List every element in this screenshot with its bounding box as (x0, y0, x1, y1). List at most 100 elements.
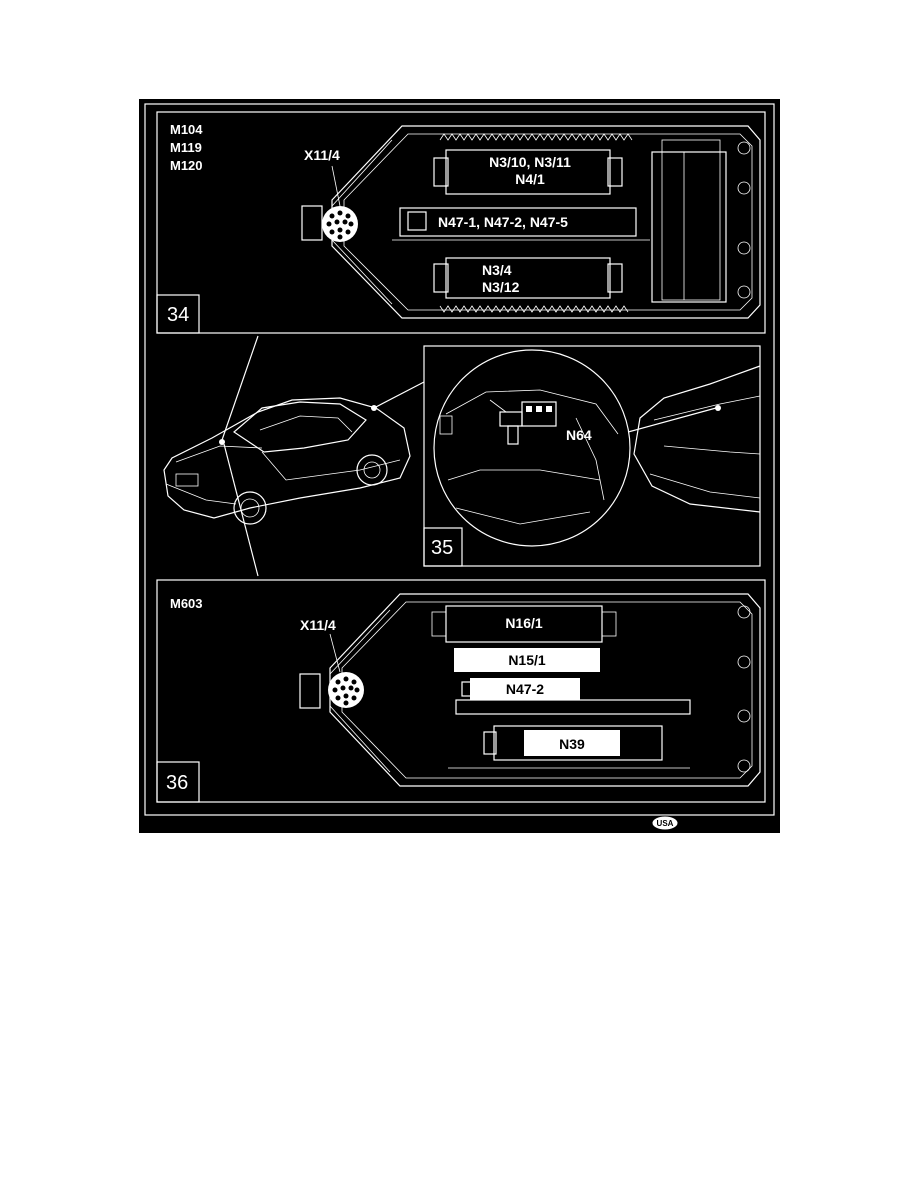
module-n3-4-end-right (607, 263, 623, 293)
module-n47-2-connector (461, 681, 473, 697)
module-n47-2-plate (455, 699, 691, 715)
usa-badge (651, 815, 679, 831)
module-n16-1-clip-right (601, 611, 617, 637)
module-label-n3-4: N3/4 (482, 262, 512, 278)
figure-number-36: 36 (166, 772, 188, 794)
figure-reference: USA P54.00-0793-61 (651, 815, 763, 831)
control-module-box-inner (343, 133, 753, 311)
car-bumper (165, 483, 237, 505)
car-wheel-front (233, 491, 267, 525)
vehicle-overview (163, 335, 425, 577)
car-wheel-rear-hub (363, 461, 381, 479)
panel-36: M603 N16/1 N15/1 N47-2 N39 (156, 579, 766, 803)
panel-36-frame (156, 579, 766, 803)
box-mounting-tabs (737, 141, 751, 299)
figure-number-35: 35 (431, 537, 453, 559)
location-dot-n64 (715, 405, 721, 411)
connector-x11-4 (322, 206, 358, 242)
module-label-n15-1: N15/1 (508, 652, 546, 668)
connector-leader-line (329, 633, 341, 673)
detail-floor-line (455, 507, 591, 525)
box-bracket-line (329, 705, 391, 773)
relay-block-inner (661, 139, 721, 301)
control-module-box-outline (331, 125, 761, 319)
module-n3-4-label-bg (476, 260, 536, 296)
module-n47-board (399, 207, 637, 237)
figure-number-box-34 (156, 294, 200, 334)
connector-x11-4-flange (299, 673, 321, 709)
detail-bracket (439, 415, 453, 435)
box-bracket-line (329, 609, 391, 675)
leader-to-detail-circle (627, 407, 717, 433)
module-label-n4-1: N4/1 (515, 171, 545, 187)
module-n3-10-body (445, 149, 611, 195)
module-label-n47: N47-1, N47-2, N47-5 (438, 214, 568, 230)
rear-car-outline (633, 365, 761, 513)
module-label-n16-1: N16/1 (505, 615, 543, 631)
engine-label-m120: M120 (170, 158, 203, 173)
car-body-outline (163, 397, 411, 519)
location-dot-trunk (371, 405, 377, 411)
connector-leader-line (331, 165, 341, 207)
connector-label-x11-4: X11/4 (300, 617, 336, 633)
engine-label-m119: M119 (170, 140, 202, 155)
engine-label-m104: M104 (170, 122, 203, 137)
module-n3-4-body (445, 257, 611, 299)
component-label-n64: N64 (566, 427, 592, 443)
diagram-inner-border (144, 103, 775, 816)
module-n3-10-label-bg (474, 152, 586, 188)
control-module-box-outline (329, 593, 761, 787)
module-label-n39: N39 (559, 736, 585, 752)
module-n16-1-clip-left (431, 611, 447, 637)
panel-35: N64 35 (423, 345, 761, 567)
usa-badge-text: USA (657, 819, 674, 828)
location-dot-engine (219, 439, 225, 445)
car-hood-line (175, 445, 263, 463)
relay-block (651, 151, 727, 303)
module-n39-label-bg (524, 730, 620, 756)
heat-sink-ribs-lower (439, 305, 629, 313)
car-wheel-front-hub (240, 498, 260, 518)
rear-car-trunk-line (653, 395, 761, 421)
box-bracket-line (331, 139, 393, 207)
leader-to-panel-35 (373, 381, 425, 409)
module-n15-1-body (454, 648, 600, 672)
figure-number-box-36 (156, 761, 200, 803)
component-n64 (489, 399, 557, 445)
connector-label-x11-4: X11/4 (304, 147, 340, 163)
leader-to-panel-34 (221, 335, 259, 441)
module-n3-4-end-left (433, 263, 449, 293)
module-n3-10-end-left (433, 157, 449, 187)
connector-x11-4-flange (301, 205, 323, 241)
car-wheel-rear (356, 454, 388, 486)
module-label-n3-12: N3/12 (482, 279, 520, 295)
figure-number-34: 34 (167, 304, 189, 326)
heat-sink-ribs-upper (439, 133, 633, 141)
module-n39-body (493, 725, 663, 761)
module-label-n47-2: N47-2 (506, 681, 544, 697)
panel-35-frame (423, 345, 761, 567)
car-window-line (259, 415, 353, 433)
figure-number-box-35 (423, 527, 463, 567)
car-side-line (261, 451, 401, 481)
control-module-box-inner (341, 601, 753, 779)
detail-panel-line (447, 469, 601, 481)
box-bracket-line (331, 239, 393, 305)
car-roof-outline (233, 401, 367, 453)
connector-x11-4 (328, 672, 364, 708)
detail-pillar-line (575, 417, 605, 501)
panel-34: M104 M119 M120 N3/10, N3/11 N4/1 N47-1, (156, 111, 766, 334)
module-n3-10-end-right (607, 157, 623, 187)
reference-code: P54.00-0793-61 (684, 819, 763, 831)
panel-34-frame (156, 111, 766, 334)
module-label-n3-10-n3-11: N3/10, N3/11 (489, 154, 571, 170)
module-n39-connector (483, 731, 497, 755)
engine-label-m603: M603 (170, 596, 203, 611)
detail-trunk-edge (445, 389, 619, 435)
detail-magnifier-circle (433, 349, 631, 547)
rear-car-light (663, 445, 761, 455)
rear-car-bumper (649, 473, 761, 499)
car-grille (175, 473, 199, 487)
module-n47-connector (407, 211, 427, 231)
